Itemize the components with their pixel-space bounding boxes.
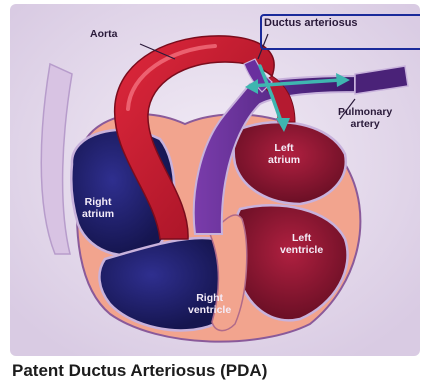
label-left-atrium-line1: Left [268,142,300,154]
label-aorta: Aorta [90,28,117,40]
label-right-atrium-line2: atrium [82,208,114,220]
label-left-ventricle-line2: ventricle [280,244,323,256]
label-pulmonary-artery: Pulmonary artery [338,106,392,130]
label-right-ventricle-line2: ventricle [188,304,231,316]
label-ductus-arteriosus: Ductus arteriosus [264,17,358,29]
label-left-atrium: Left atrium [268,142,300,166]
label-right-ventricle-line1: Right [188,292,231,304]
label-pulmonary-line1: Pulmonary [338,106,392,118]
label-right-ventricle: Right ventricle [188,292,231,316]
label-pulmonary-line2: artery [338,118,392,130]
label-right-atrium: Right atrium [82,196,114,220]
label-left-ventricle-line1: Left [280,232,323,244]
label-right-atrium-line1: Right [82,196,114,208]
label-left-atrium-line2: atrium [268,154,300,166]
figure-caption: Patent Ductus Arteriosus (PDA) [12,361,267,381]
heart-illustration: Aorta Ductus arteriosus Pulmonary artery… [10,4,420,356]
label-left-ventricle: Left ventricle [280,232,323,256]
